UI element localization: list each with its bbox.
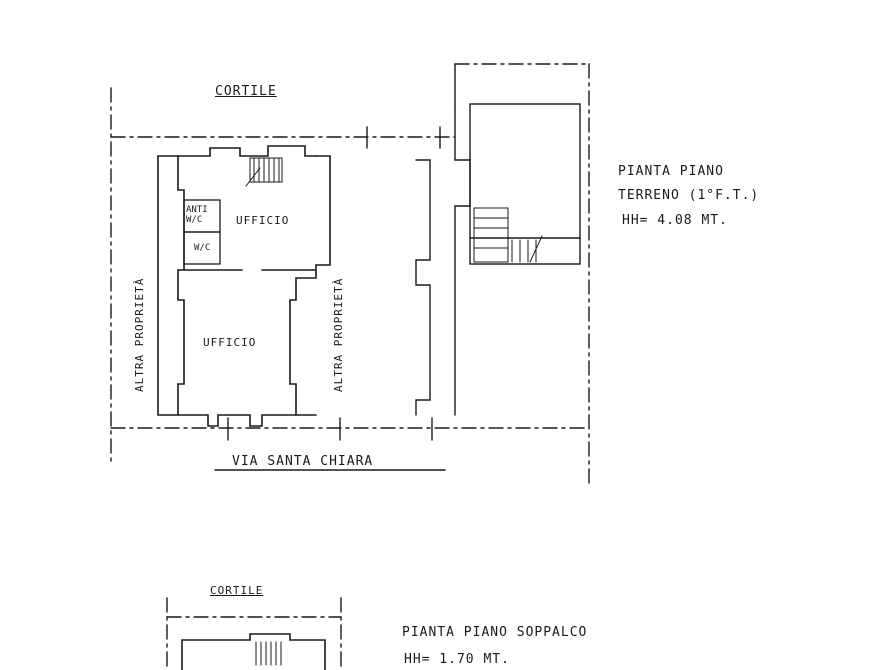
left-neighbor-label: ALTRA PROPRIETÀ <box>133 277 146 392</box>
mezzanine-stair <box>255 641 282 666</box>
left-party-wall <box>157 155 185 416</box>
courtyard-wall <box>177 145 317 157</box>
ground-floor-plan <box>110 63 590 486</box>
stair-upper-office <box>245 157 283 187</box>
mezzanine-title: PIANTA PIANO SOPPALCO <box>402 625 588 640</box>
right-neighbor-label: ALTRA PROPRIETÀ <box>332 277 345 392</box>
wc-label: W/C <box>194 243 211 253</box>
office-lower-label: UFFICIO <box>203 336 257 349</box>
street-facade-wall <box>177 414 297 427</box>
mezzanine-courtyard-label: CORTILE <box>210 584 264 597</box>
office-upper-label: UFFICIO <box>236 214 290 227</box>
mezzanine-plan <box>166 597 342 670</box>
ground-floor-title-line1: PIANTA PIANO <box>618 164 724 179</box>
street-label: VIA SANTA CHIARA <box>232 454 374 469</box>
unit-two-left-wall <box>415 159 431 416</box>
rear-room <box>469 103 581 265</box>
stair-rear-room <box>473 207 543 263</box>
ground-floor-title-line2: TERRENO (1°F.T.) <box>618 188 760 203</box>
mezzanine-courtyard-wall <box>181 633 326 670</box>
mezzanine-height: HH= 1.70 MT. <box>404 652 510 667</box>
unit-two-right-wall <box>454 109 471 416</box>
courtyard-label: CORTILE <box>215 84 277 99</box>
anti-wc-label: ANTI W/C <box>186 205 208 225</box>
right-office-wall <box>289 155 331 416</box>
ground-floor-height: HH= 4.08 MT. <box>622 213 728 228</box>
